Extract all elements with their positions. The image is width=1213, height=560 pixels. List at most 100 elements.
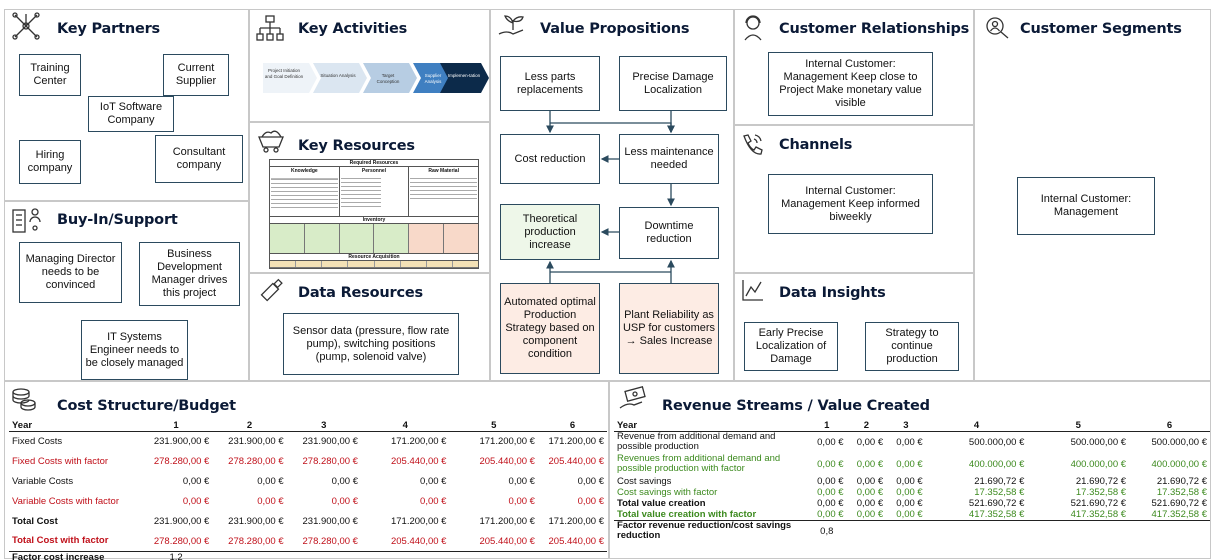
buyin-it-engineer: IT Systems Engineer needs to be closely … [81, 320, 188, 380]
revenue-cell: 21.690,72 € [1075, 476, 1127, 487]
vp-theoretical-production: Theoretical production increase [500, 204, 600, 260]
cost-header-cell: 3 [321, 420, 327, 431]
revenue-row: Revenue from additional demand and possi… [614, 432, 1210, 453]
revenue-cell: 0,00 € [856, 487, 884, 498]
cost-cell: 0,00 € [331, 496, 358, 507]
revenue-cell: 0,00 € [856, 509, 884, 520]
value-props-section: Value Propositions Less parts replacemen… [490, 9, 734, 381]
cost-cell: 0,00 € [577, 476, 604, 487]
vp-less-maintenance: Less maintenance needed [619, 134, 719, 184]
customer-rel-title: Customer Relationships [779, 21, 970, 37]
revenue-header-cell: 3 [903, 420, 909, 431]
revenue-cell: 0,00 € [817, 487, 844, 498]
revenue-row-label: Cost savings with factor [617, 486, 718, 498]
activity-step-2: Situation Analysis [320, 73, 356, 78]
revenue-cell: 500.000,00 € [1070, 436, 1127, 448]
mining-cart-icon [258, 130, 284, 153]
revenue-row-label: Total value creation with factor [617, 508, 757, 520]
revenue-cell: 17.352,58 € [1075, 487, 1127, 498]
coins-icon [12, 388, 36, 411]
network-icon [12, 12, 40, 40]
resources-mini-table: Required Resources Knowledge Personnel R… [269, 159, 479, 269]
cost-row-label: Total Cost [12, 515, 58, 527]
cost-header-cell: Year [12, 420, 33, 431]
vp-cost-reduction: Cost reduction [500, 134, 600, 184]
activity-step-4: Supplier Analysis [424, 73, 442, 84]
revenue-header-cell: 4 [973, 420, 980, 431]
money-hand-icon [619, 386, 646, 409]
revenue-cell: 0,00 € [817, 436, 844, 448]
revenue-cell: 0,00 € [856, 476, 884, 487]
revenue-cell: 417.352,58 € [1151, 509, 1207, 520]
resources-acquisition-header: Resource Acquisition [270, 254, 478, 261]
customer-rel-section: Customer Relationships Internal Customer… [734, 9, 974, 125]
cost-cell: 278.280,00 € [228, 456, 284, 467]
revenue-cell: 0,00 € [896, 509, 923, 520]
revenue-factor-value: 0,8 [820, 525, 834, 537]
data-insights-title: Data Insights [779, 285, 886, 301]
channels-title: Channels [779, 137, 853, 153]
cost-cell: 0,00 € [420, 496, 447, 507]
vp-downtime-reduction: Downtime reduction [619, 207, 719, 259]
building-icon [12, 208, 41, 233]
revenue-factor-row: Factor revenue reduction/cost savings re… [614, 520, 1210, 542]
revenue-cell: 521.690,72 € [1070, 498, 1127, 509]
revenue-cell: 0,00 € [817, 498, 844, 509]
revenue-header-cell: Year [617, 420, 638, 431]
cost-header-cell: 5 [491, 420, 497, 431]
revenue-cell: 17.352,58 € [974, 487, 1025, 498]
flowchart-icon [256, 15, 284, 41]
cost-cell: 0,00 € [420, 476, 447, 487]
cost-cell: 278.280,00 € [302, 456, 358, 467]
revenue-row-label: Cost savings [617, 475, 672, 487]
revenue-cell: 0,00 € [896, 498, 923, 509]
revenue-cell: 0,00 € [817, 458, 844, 470]
insight-strategy-continue: Strategy to continue production [865, 322, 959, 371]
data-resources-section: Data Resources Sensor data (pressure, fl… [249, 273, 490, 381]
revenue-row: Total value creation with factor 0,00 € 0,… [614, 509, 1210, 521]
cost-cell: 231.900,00 € [228, 436, 284, 448]
value-props-title: Value Propositions [540, 21, 690, 37]
revenue-cell: 0,00 € [856, 498, 884, 509]
cost-cell: 0,00 € [508, 476, 535, 487]
key-resources-title: Key Resources [298, 138, 415, 154]
vp-plant-reliability: Plant Reliability as USP for customers →… [619, 283, 719, 374]
cost-cell: 0,00 € [508, 496, 535, 507]
partner-current-supplier: Current Supplier [163, 54, 229, 96]
buyin-bd-manager: Business Development Manager drives this… [139, 242, 240, 306]
cost-cell: 0,00 € [257, 496, 284, 507]
cost-cell: 205.440,00 € [390, 535, 447, 547]
insight-early-localization: Early Precise Localization of Damage [744, 322, 838, 371]
cost-row-label: Fixed Costs [12, 435, 63, 447]
cost-cell: 205.440,00 € [548, 535, 604, 547]
cost-cell: 0,00 € [577, 496, 604, 507]
resources-inventory-header: Inventory [270, 217, 478, 224]
activities-process-chevrons [263, 63, 489, 93]
segments-title: Customer Segments [1020, 21, 1182, 37]
revenue-cell: 521.690,72 € [968, 498, 1025, 509]
revenue-header-cell: 2 [863, 420, 869, 431]
phone-icon [743, 134, 763, 155]
activity-step-1: Project Initiation and Goal Definition [264, 68, 304, 79]
headset-person-icon [744, 15, 762, 41]
cost-cell: 231.900,00 € [302, 436, 358, 448]
cost-cell: 278.280,00 € [302, 535, 358, 547]
cost-cell: 231.900,00 € [302, 516, 358, 527]
cost-cell: 205.440,00 € [390, 456, 447, 467]
cost-cell: 171.200,00 € [548, 516, 604, 527]
resources-acquisition-cells [270, 261, 478, 268]
data-insights-section: Data Insights Early Precise Localization… [734, 273, 974, 381]
revenue-cell: 521.690,72 € [1151, 498, 1207, 509]
resources-col-personnel: Personnel [340, 167, 410, 216]
revenue-row: Revenues from additional demand and poss… [614, 452, 1210, 476]
customer-rel-box: Internal Customer: Management Keep close… [768, 52, 933, 116]
